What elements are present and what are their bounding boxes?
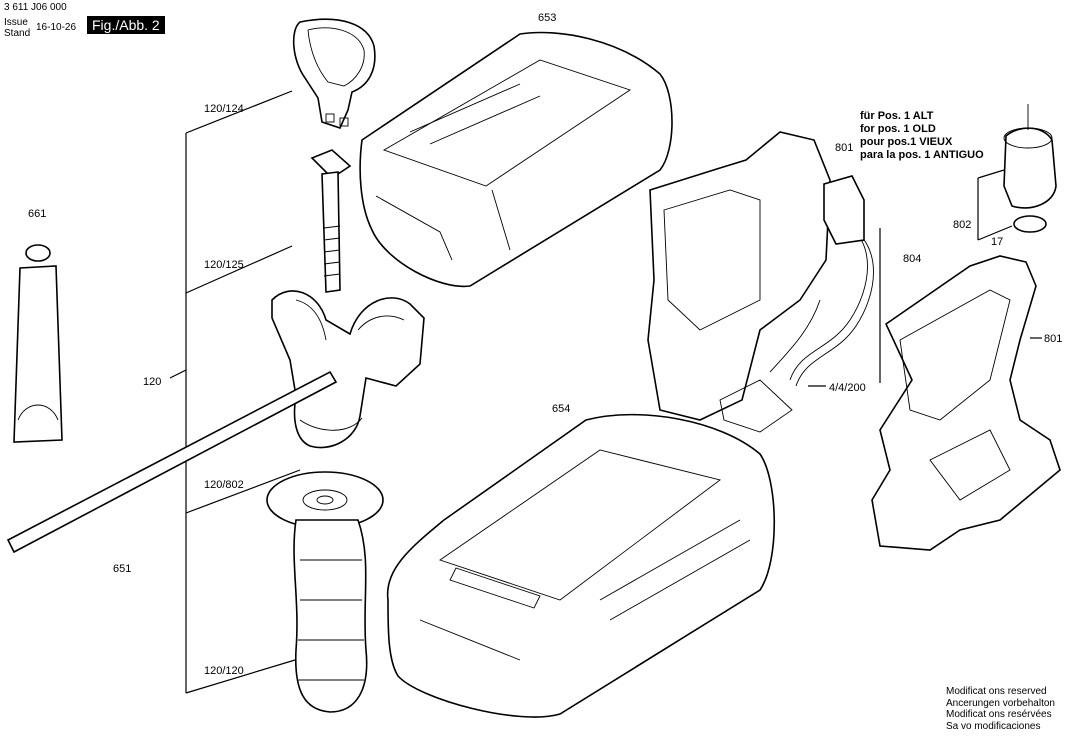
note-801-line-2: for pos. 1 OLD xyxy=(860,123,936,135)
housing-shell-801 xyxy=(871,255,1061,551)
note-801-line-4: para la pos. 1 ANTIGUO xyxy=(860,149,984,161)
clamp-band-part xyxy=(292,18,376,129)
callout-804: 804 xyxy=(903,253,921,265)
callout-120-802: 120/802 xyxy=(204,479,244,491)
callout-651: 651 xyxy=(113,563,131,575)
callout-120-124: 120/124 xyxy=(204,103,244,115)
bolt-part xyxy=(310,149,352,293)
issue-label: Issue xyxy=(4,17,28,28)
callout-653: 653 xyxy=(538,12,556,24)
charger-part xyxy=(386,413,776,718)
depth-rod-part xyxy=(6,370,338,554)
footer-note-line: Modificat ons reserved xyxy=(946,686,1047,697)
footer-note-line: Modificat ons resérvées xyxy=(946,709,1052,720)
callout-120: 120 xyxy=(143,376,161,388)
callout-4-4-200: 4/4/200 xyxy=(829,382,866,394)
callout-654: 654 xyxy=(552,403,570,415)
assembly-bracket-120 xyxy=(169,90,301,694)
battery-pack-part xyxy=(359,31,673,288)
note-801-line-3: pour pos.1 VIEUX xyxy=(860,136,953,148)
grease-tube-part xyxy=(13,244,63,443)
handle-clamp-body xyxy=(271,290,425,449)
callout-120-125: 120/125 xyxy=(204,259,244,271)
callout-802: 802 xyxy=(953,219,971,231)
document-number: 3 611 J06 000 xyxy=(4,2,67,13)
figure-title: Fig./Abb. 2 xyxy=(87,16,165,34)
callout-661: 661 xyxy=(28,208,46,220)
callout-120-120: 120/120 xyxy=(204,665,244,677)
footer-note-line: Sa vo modificaciones xyxy=(946,720,1041,732)
motor-part xyxy=(977,104,1057,241)
stand-label: Stand xyxy=(4,28,31,39)
callout-17: 17 xyxy=(991,236,1003,248)
footer-note-line: Ancerungen vorbehalton xyxy=(946,697,1055,709)
callout-801-left: 801 xyxy=(835,142,853,154)
callout-801-right: 801 xyxy=(1044,333,1062,345)
issue-date: 16-10-26 xyxy=(36,22,77,33)
footer-notes: Modificat ons reserved Ancerungen vorbeh… xyxy=(946,686,1055,732)
note-801-line-1: für Pos. 1 ALT xyxy=(860,110,934,122)
side-handle-grip xyxy=(266,471,384,713)
housing-half-part xyxy=(647,131,831,433)
wiring-harness-part xyxy=(769,175,881,387)
